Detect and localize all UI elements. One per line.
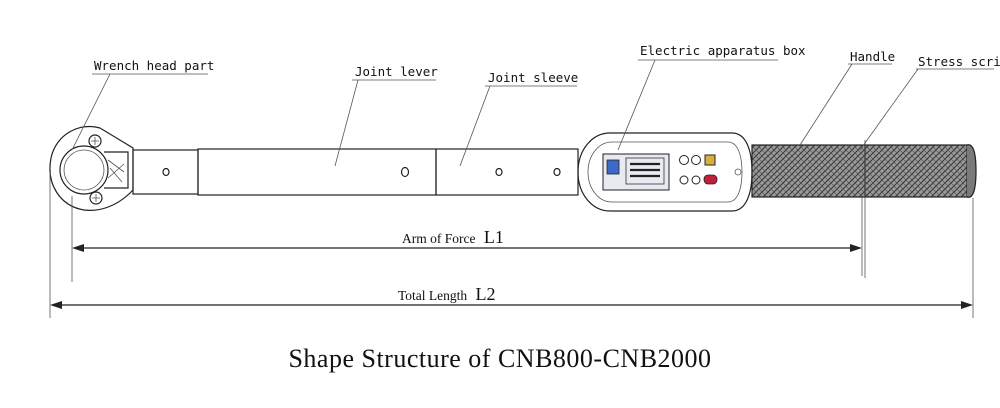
wrench-head [49,126,134,211]
handle [751,140,977,278]
arm-of-force-text: Arm of Force [402,231,475,246]
joint-lever [132,148,437,196]
total-length-symbol: L2 [476,284,496,304]
label-handle: Handle [850,49,895,64]
label-joint-sleeve: Joint sleeve [488,70,578,85]
total-length-text: Total Length [398,288,467,303]
electric-apparatus-box [577,132,753,212]
arm-of-force-symbol: L1 [484,227,504,247]
label-stress-scribe: Stress scribe [918,54,1000,69]
arm-of-force-dimension [71,196,863,282]
total-length-dimension [49,172,974,318]
leader-lines [71,59,994,167]
joint-sleeve [435,148,579,196]
diagram-caption: Shape Structure of CNB800-CNB2000 [288,344,712,373]
arm-of-force-label: Arm of Force L1 [402,227,504,247]
label-joint-lever: Joint lever [355,64,438,79]
label-electric-box: Electric apparatus box [640,43,806,58]
label-wrench-head: Wrench head part [94,58,214,73]
total-length-label: Total Length L2 [398,284,496,304]
